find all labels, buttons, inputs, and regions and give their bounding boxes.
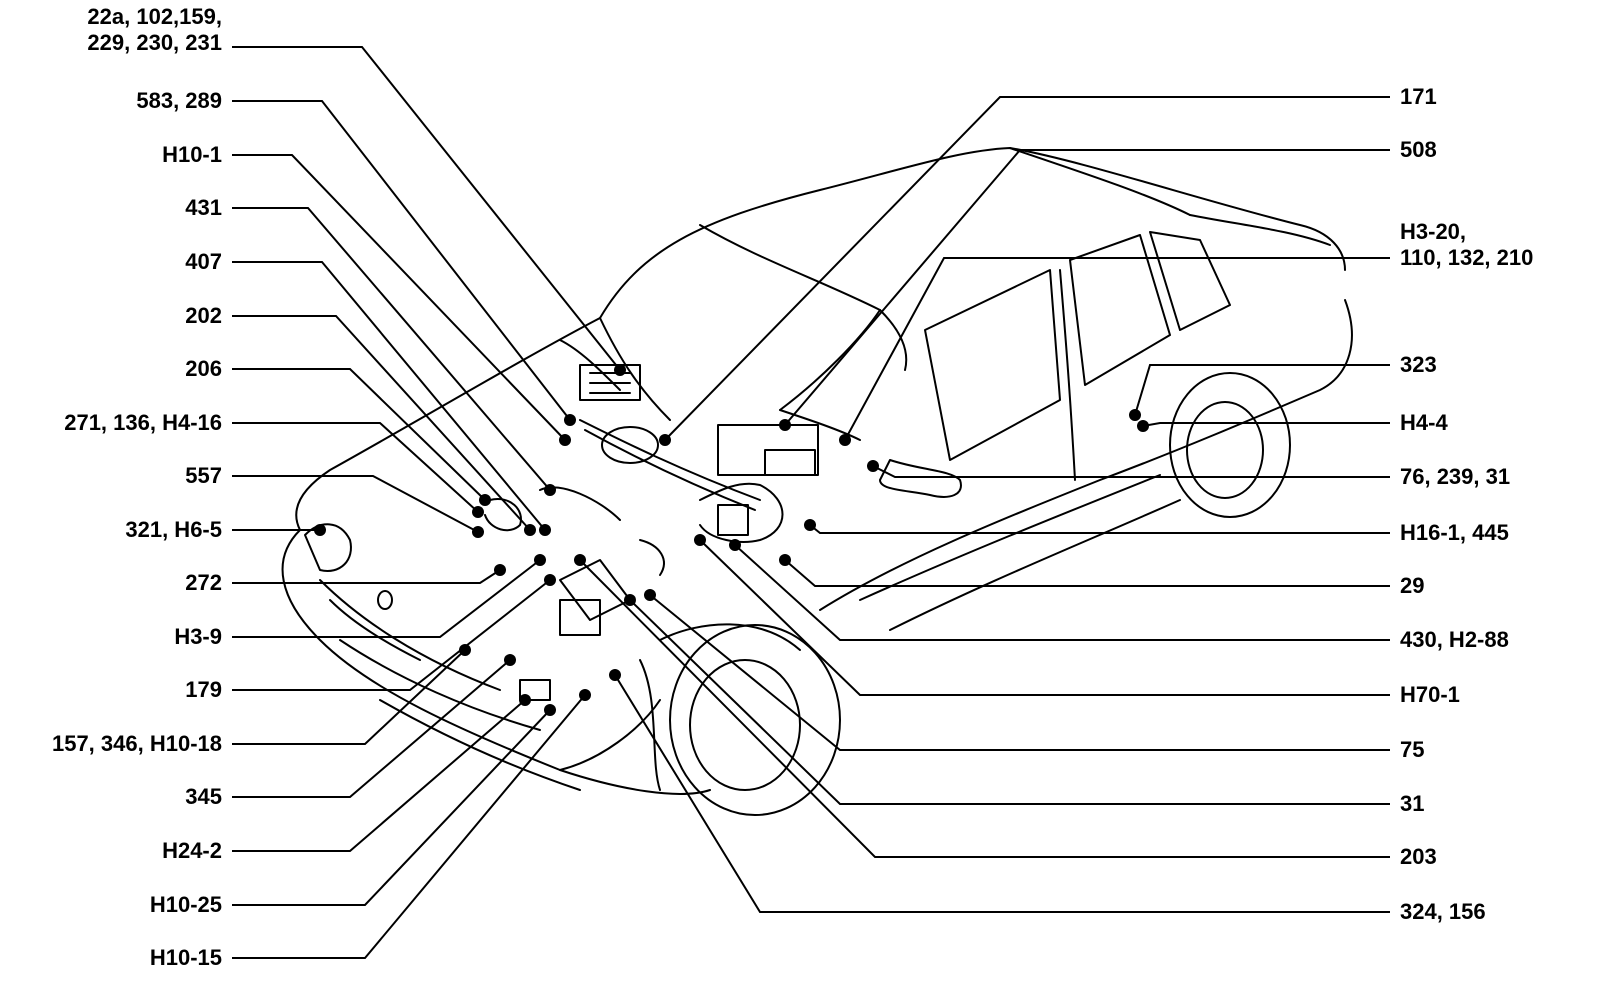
- callout-label-r1: 171: [1400, 84, 1437, 109]
- callout-label-r5: H4-4: [1400, 410, 1448, 435]
- callout-label-r12: 31: [1400, 791, 1425, 816]
- callout-label-l3: H10-1: [162, 142, 222, 167]
- callout-label-l18: H10-15: [149, 945, 222, 970]
- callout-label-l1: 22a, 102,159, 229, 230, 231: [87, 4, 222, 55]
- callout-label-l10: 321, H6-5: [125, 517, 222, 542]
- callout-label-r6: 76, 239, 31: [1400, 464, 1511, 489]
- callout-label-l4: 431: [185, 195, 222, 220]
- callout-label-r2: 508: [1400, 137, 1437, 162]
- connector-dots: [314, 364, 1149, 716]
- callout-label-r10: H70-1: [1400, 682, 1460, 707]
- callout-label-l6: 202: [185, 303, 222, 328]
- callout-label-r3: H3-20, 110, 132, 210: [1400, 219, 1534, 270]
- callout-label-r9: 430, H2-88: [1400, 627, 1509, 652]
- callout-label-l9: 557: [185, 463, 222, 488]
- callout-label-r4: 323: [1400, 352, 1437, 377]
- car-body-outline: [281, 147, 1353, 816]
- callout-label-l11: 272: [185, 570, 222, 595]
- callout-label-r11: 75: [1400, 737, 1425, 762]
- callout-label-l5: 407: [185, 249, 222, 274]
- callout-label-l15: 345: [185, 784, 222, 809]
- callout-label-l14: 157, 346, H10-18: [51, 731, 222, 756]
- callout-label-l16: H24-2: [162, 838, 222, 863]
- callout-label-l8: 271, 136, H4-16: [64, 410, 222, 435]
- callout-label-l13: 179: [185, 677, 222, 702]
- callout-label-r14: 324, 156: [1400, 899, 1486, 924]
- callout-label-r7: H16-1, 445: [1400, 520, 1509, 545]
- callout-label-l12: H3-9: [174, 624, 222, 649]
- callout-label-r13: 203: [1400, 844, 1437, 869]
- callout-label-l17: H10-25: [149, 892, 222, 917]
- leader-lines: [232, 46, 1390, 959]
- callout-label-r8: 29: [1400, 573, 1425, 598]
- callout-label-l7: 206: [185, 356, 222, 381]
- callout-label-l2: 583, 289: [136, 88, 222, 113]
